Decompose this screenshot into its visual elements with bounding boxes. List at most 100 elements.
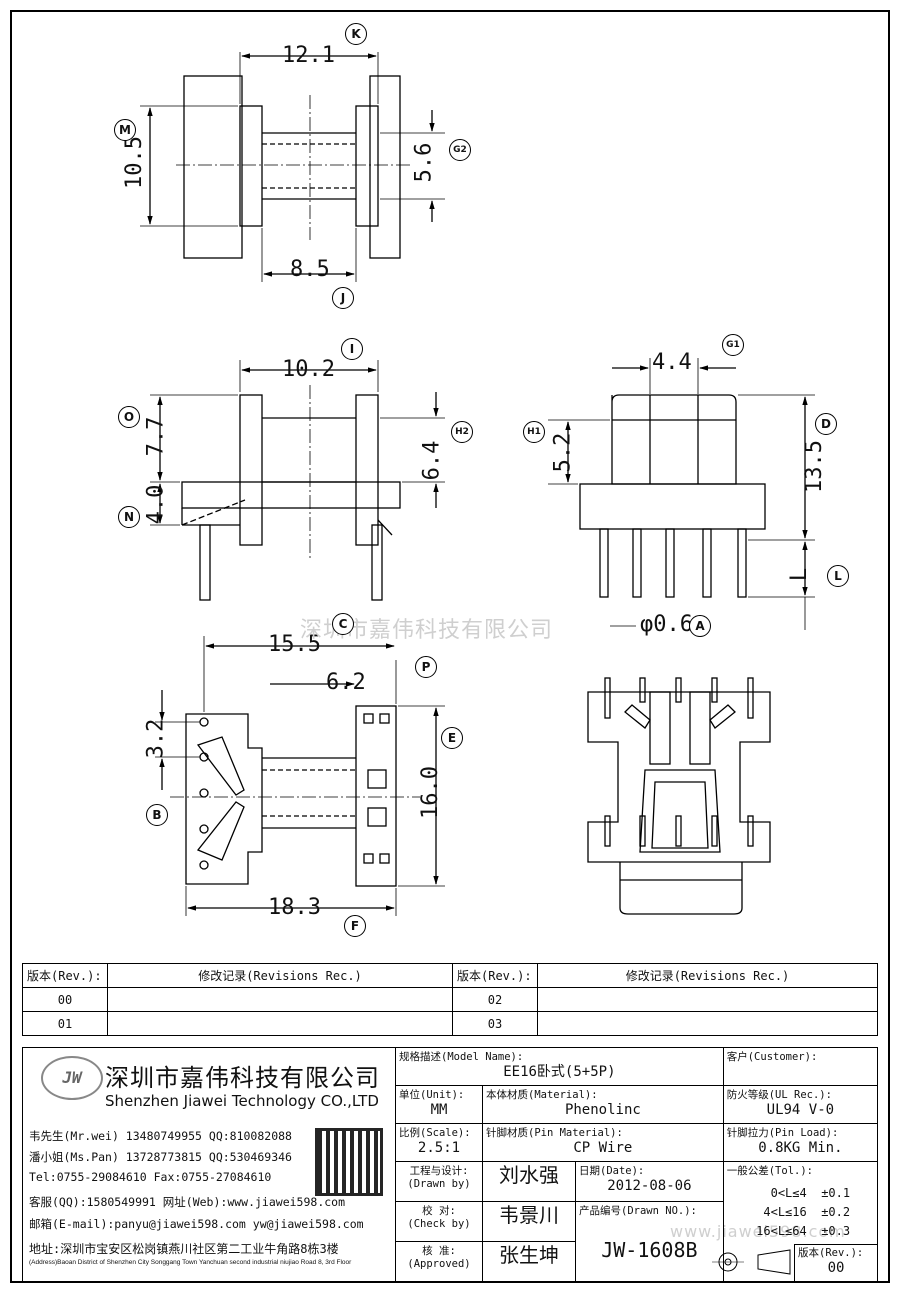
isometric-view (587, 677, 771, 915)
rec-cell (537, 1011, 878, 1036)
approved-by-value: 张生坤 (499, 1243, 559, 1267)
scale-value: 2.5:1 (417, 1140, 461, 1156)
bottom-view (155, 636, 445, 916)
dim-h2: 6.4 (419, 440, 445, 481)
company-name-cn: 深圳市嘉伟科技有限公司 (105, 1064, 380, 1092)
rec-header: 修改记录(Revisions Rec.) (537, 963, 878, 988)
drawn-no-cell: 产品编号(Drawn NO.): JW-1608B (575, 1201, 724, 1282)
bubble-g1: G1 (722, 334, 744, 356)
dim-e: 16.0 (417, 766, 443, 819)
address-en: (Address)Baoan District of Shenzhen City… (29, 1259, 352, 1266)
tolerance-row: 16<L≤64 ±0.3 (756, 1224, 851, 1238)
model-label: 规格描述(Model Name): (399, 1051, 524, 1063)
contact-line: Tel:0755-29084610 Fax:0755-27084610 (29, 1170, 272, 1184)
dim-k: 12.1 (282, 43, 335, 68)
bubble-m: M (114, 119, 136, 141)
rec-header: 修改记录(Revisions Rec.) (107, 963, 453, 988)
ul-value: UL94 V-0 (766, 1102, 835, 1118)
bubble-o: O (118, 406, 140, 428)
dim-n: 4.0 (143, 484, 169, 525)
approved-by-cell: 核 准: (Approved) (395, 1241, 483, 1282)
revision-header-row: 版本(Rev.): 修改记录(Revisions Rec.) 版本(Rev.):… (22, 963, 878, 988)
rec-cell (107, 1011, 453, 1036)
dim-m: 10.5 (121, 136, 147, 189)
drawn-by-label: 工程与设计: (409, 1165, 469, 1177)
bubble-a: A (689, 615, 711, 637)
bubble-b: B (146, 804, 168, 826)
scale-label: 比例(Scale): (399, 1127, 471, 1139)
top-view (140, 52, 445, 282)
tolerance-label: 一般公差(Tol.): (726, 1165, 813, 1177)
rev-label: 版本(Rev.): (798, 1247, 864, 1259)
bubble-d: D (815, 413, 837, 435)
dim-g1: 4.4 (652, 350, 692, 375)
rev-cell: 00 (22, 987, 108, 1012)
rev-value: 00 (827, 1260, 845, 1276)
material-cell: 本体材质(Material): Phenolinc (482, 1085, 724, 1124)
pin-load-label: 针脚拉力(Pin Load): (726, 1127, 839, 1139)
rec-cell (537, 987, 878, 1012)
ul-cell: 防火等级(UL Rec.): UL94 V-0 (722, 1085, 879, 1124)
revision-row: 00 02 (22, 987, 878, 1012)
approved-by-label-en: (Approved) (407, 1258, 471, 1270)
check-by-label: 校 对: (422, 1205, 456, 1217)
unit-value: MM (430, 1102, 448, 1118)
tolerance-list: 0<L≤4 ±0.1 4<L≤16 ±0.2 16<L≤64 ±0.3 (727, 1184, 874, 1241)
material-label: 本体材质(Material): (486, 1089, 598, 1101)
dim-f: 18.3 (268, 895, 321, 920)
contact-line: 韦先生(Mr.wei) 13480749955 QQ:810082088 (29, 1129, 292, 1143)
dim-g2: 5.6 (411, 142, 437, 183)
tolerance-row: 0<L≤4 ±0.1 (770, 1186, 851, 1200)
dim-j: 8.5 (290, 257, 330, 282)
rev-header: 版本(Rev.): (22, 963, 108, 988)
bubble-c: C (332, 613, 354, 635)
qr-code (315, 1128, 383, 1196)
drawn-by-value-cell: 刘水强 (482, 1161, 576, 1202)
company-name-en: Shenzhen Jiawei Technology CO.,LTD (105, 1092, 379, 1110)
front-view (150, 360, 445, 601)
revision-table: 版本(Rev.): 修改记录(Revisions Rec.) 版本(Rev.):… (22, 963, 878, 1036)
bubble-h2: H2 (451, 421, 473, 443)
check-by-label-en: (Check by) (407, 1218, 471, 1230)
drawn-no-label: 产品编号(Drawn NO.): (579, 1205, 697, 1217)
contact-line: 客服(QQ):1580549991 网址(Web):www.jiawei598.… (29, 1195, 346, 1209)
customer-label: 客户(Customer): (726, 1051, 818, 1063)
bubble-j: J (332, 287, 354, 309)
drawn-by-value: 刘水强 (499, 1163, 559, 1187)
bubble-n: N (118, 506, 140, 528)
unit-cell: 单位(Unit): MM (395, 1085, 483, 1124)
dim-c: 15.5 (268, 632, 321, 657)
pin-material-value: CP Wire (573, 1140, 633, 1156)
dim-l: L (787, 567, 813, 582)
bubble-k: K (345, 23, 367, 45)
rev-cell: 01 (22, 1011, 108, 1036)
dim-a: φ0.6 (640, 612, 693, 637)
drawn-no-value: JW-1608B (601, 1238, 698, 1262)
side-view (548, 358, 815, 630)
title-block: JW 深圳市嘉伟科技有限公司 Shenzhen Jiawei Technolog… (22, 1047, 879, 1282)
rev-header: 版本(Rev.): (452, 963, 538, 988)
company-panel: JW 深圳市嘉伟科技有限公司 Shenzhen Jiawei Technolog… (22, 1047, 396, 1282)
company-logo: JW (41, 1056, 103, 1100)
dim-h1: 5.2 (550, 432, 576, 473)
dim-d: 13.5 (801, 440, 827, 493)
model-cell: 规格描述(Model Name): EE16卧式(5+5P) (395, 1047, 724, 1086)
rev-cell: 02 (452, 987, 538, 1012)
address-cn: 地址:深圳市宝安区松岗镇燕川社区第二工业牛角路8栋3楼 (29, 1242, 339, 1256)
rev-cell: 03 (452, 1011, 538, 1036)
rec-cell (107, 987, 453, 1012)
revision-row: 01 03 (22, 1011, 878, 1036)
scale-cell: 比例(Scale): 2.5:1 (395, 1123, 483, 1162)
bubble-e: E (441, 727, 463, 749)
contact-line: 潘小姐(Ms.Pan) 13728773815 QQ:530469346 (29, 1150, 292, 1164)
tolerance-cell: 一般公差(Tol.): 0<L≤4 ±0.1 4<L≤16 ±0.2 16<L≤… (722, 1161, 879, 1282)
check-by-cell: 校 对: (Check by) (395, 1201, 483, 1242)
model-value: EE16卧式(5+5P) (503, 1064, 616, 1080)
pin-material-cell: 针脚材质(Pin Material): CP Wire (482, 1123, 724, 1162)
bubble-g2: G2 (449, 139, 471, 161)
drawn-by-cell: 工程与设计: (Drawn by) (395, 1161, 483, 1202)
drawn-by-label-en: (Drawn by) (407, 1178, 471, 1190)
date-cell: 日期(Date): 2012-08-06 (575, 1161, 724, 1202)
bubble-h1: H1 (523, 421, 545, 443)
